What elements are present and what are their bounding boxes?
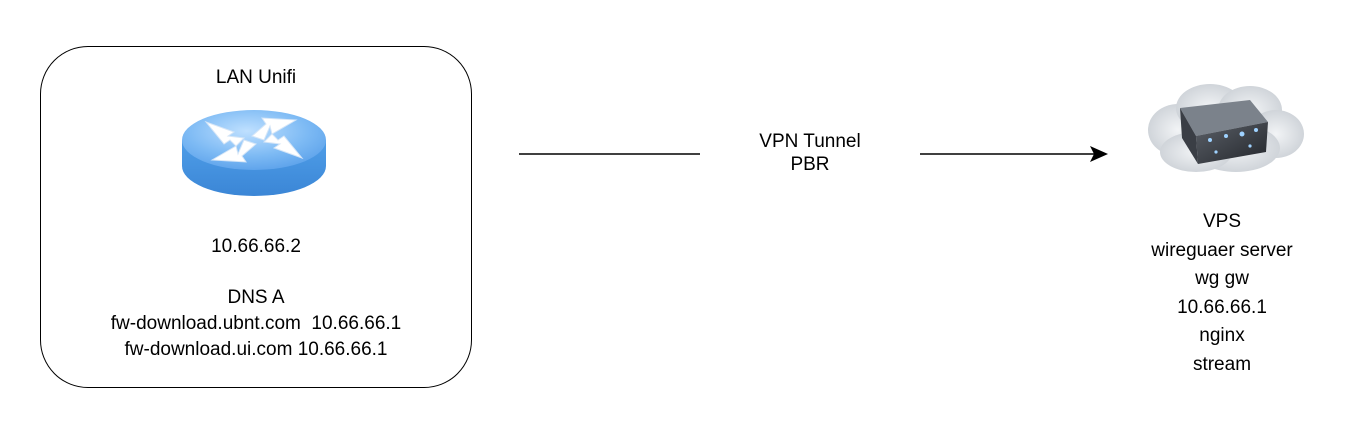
lan-title: LAN Unifi xyxy=(215,67,297,88)
router-icon xyxy=(182,110,326,196)
dns-records-block: DNS A fw-download.ubnt.com 10.66.66.1 fw… xyxy=(40,285,472,363)
cloud-server-icon xyxy=(1148,84,1304,172)
vps-line: 10.66.66.1 xyxy=(1177,296,1267,318)
dns-title: DNS A xyxy=(227,287,285,308)
vps-line: nginx xyxy=(1199,325,1245,347)
vpn-label-line2: PBR xyxy=(700,153,920,176)
dns-record: fw-download.ui.com 10.66.66.1 xyxy=(124,339,388,360)
vps-line: VPS xyxy=(1202,211,1242,232)
vps-description: VPS wireguaer server wg gw 10.66.66.1 ng… xyxy=(1110,208,1334,380)
vpn-tunnel-label: VPN Tunnel PBR xyxy=(700,130,920,176)
lan-unifi-container xyxy=(40,46,472,388)
dns-record: fw-download.ubnt.com 10.66.66.1 xyxy=(110,313,402,334)
arrowhead-icon xyxy=(1090,146,1108,162)
vps-line: wg gw xyxy=(1195,268,1249,290)
lan-ip-address: 10.66.66.2 xyxy=(211,236,301,257)
vps-line: wireguaer server xyxy=(1151,239,1293,261)
vps-line: stream xyxy=(1192,353,1252,375)
vpn-label-line1: VPN Tunnel xyxy=(700,130,920,153)
